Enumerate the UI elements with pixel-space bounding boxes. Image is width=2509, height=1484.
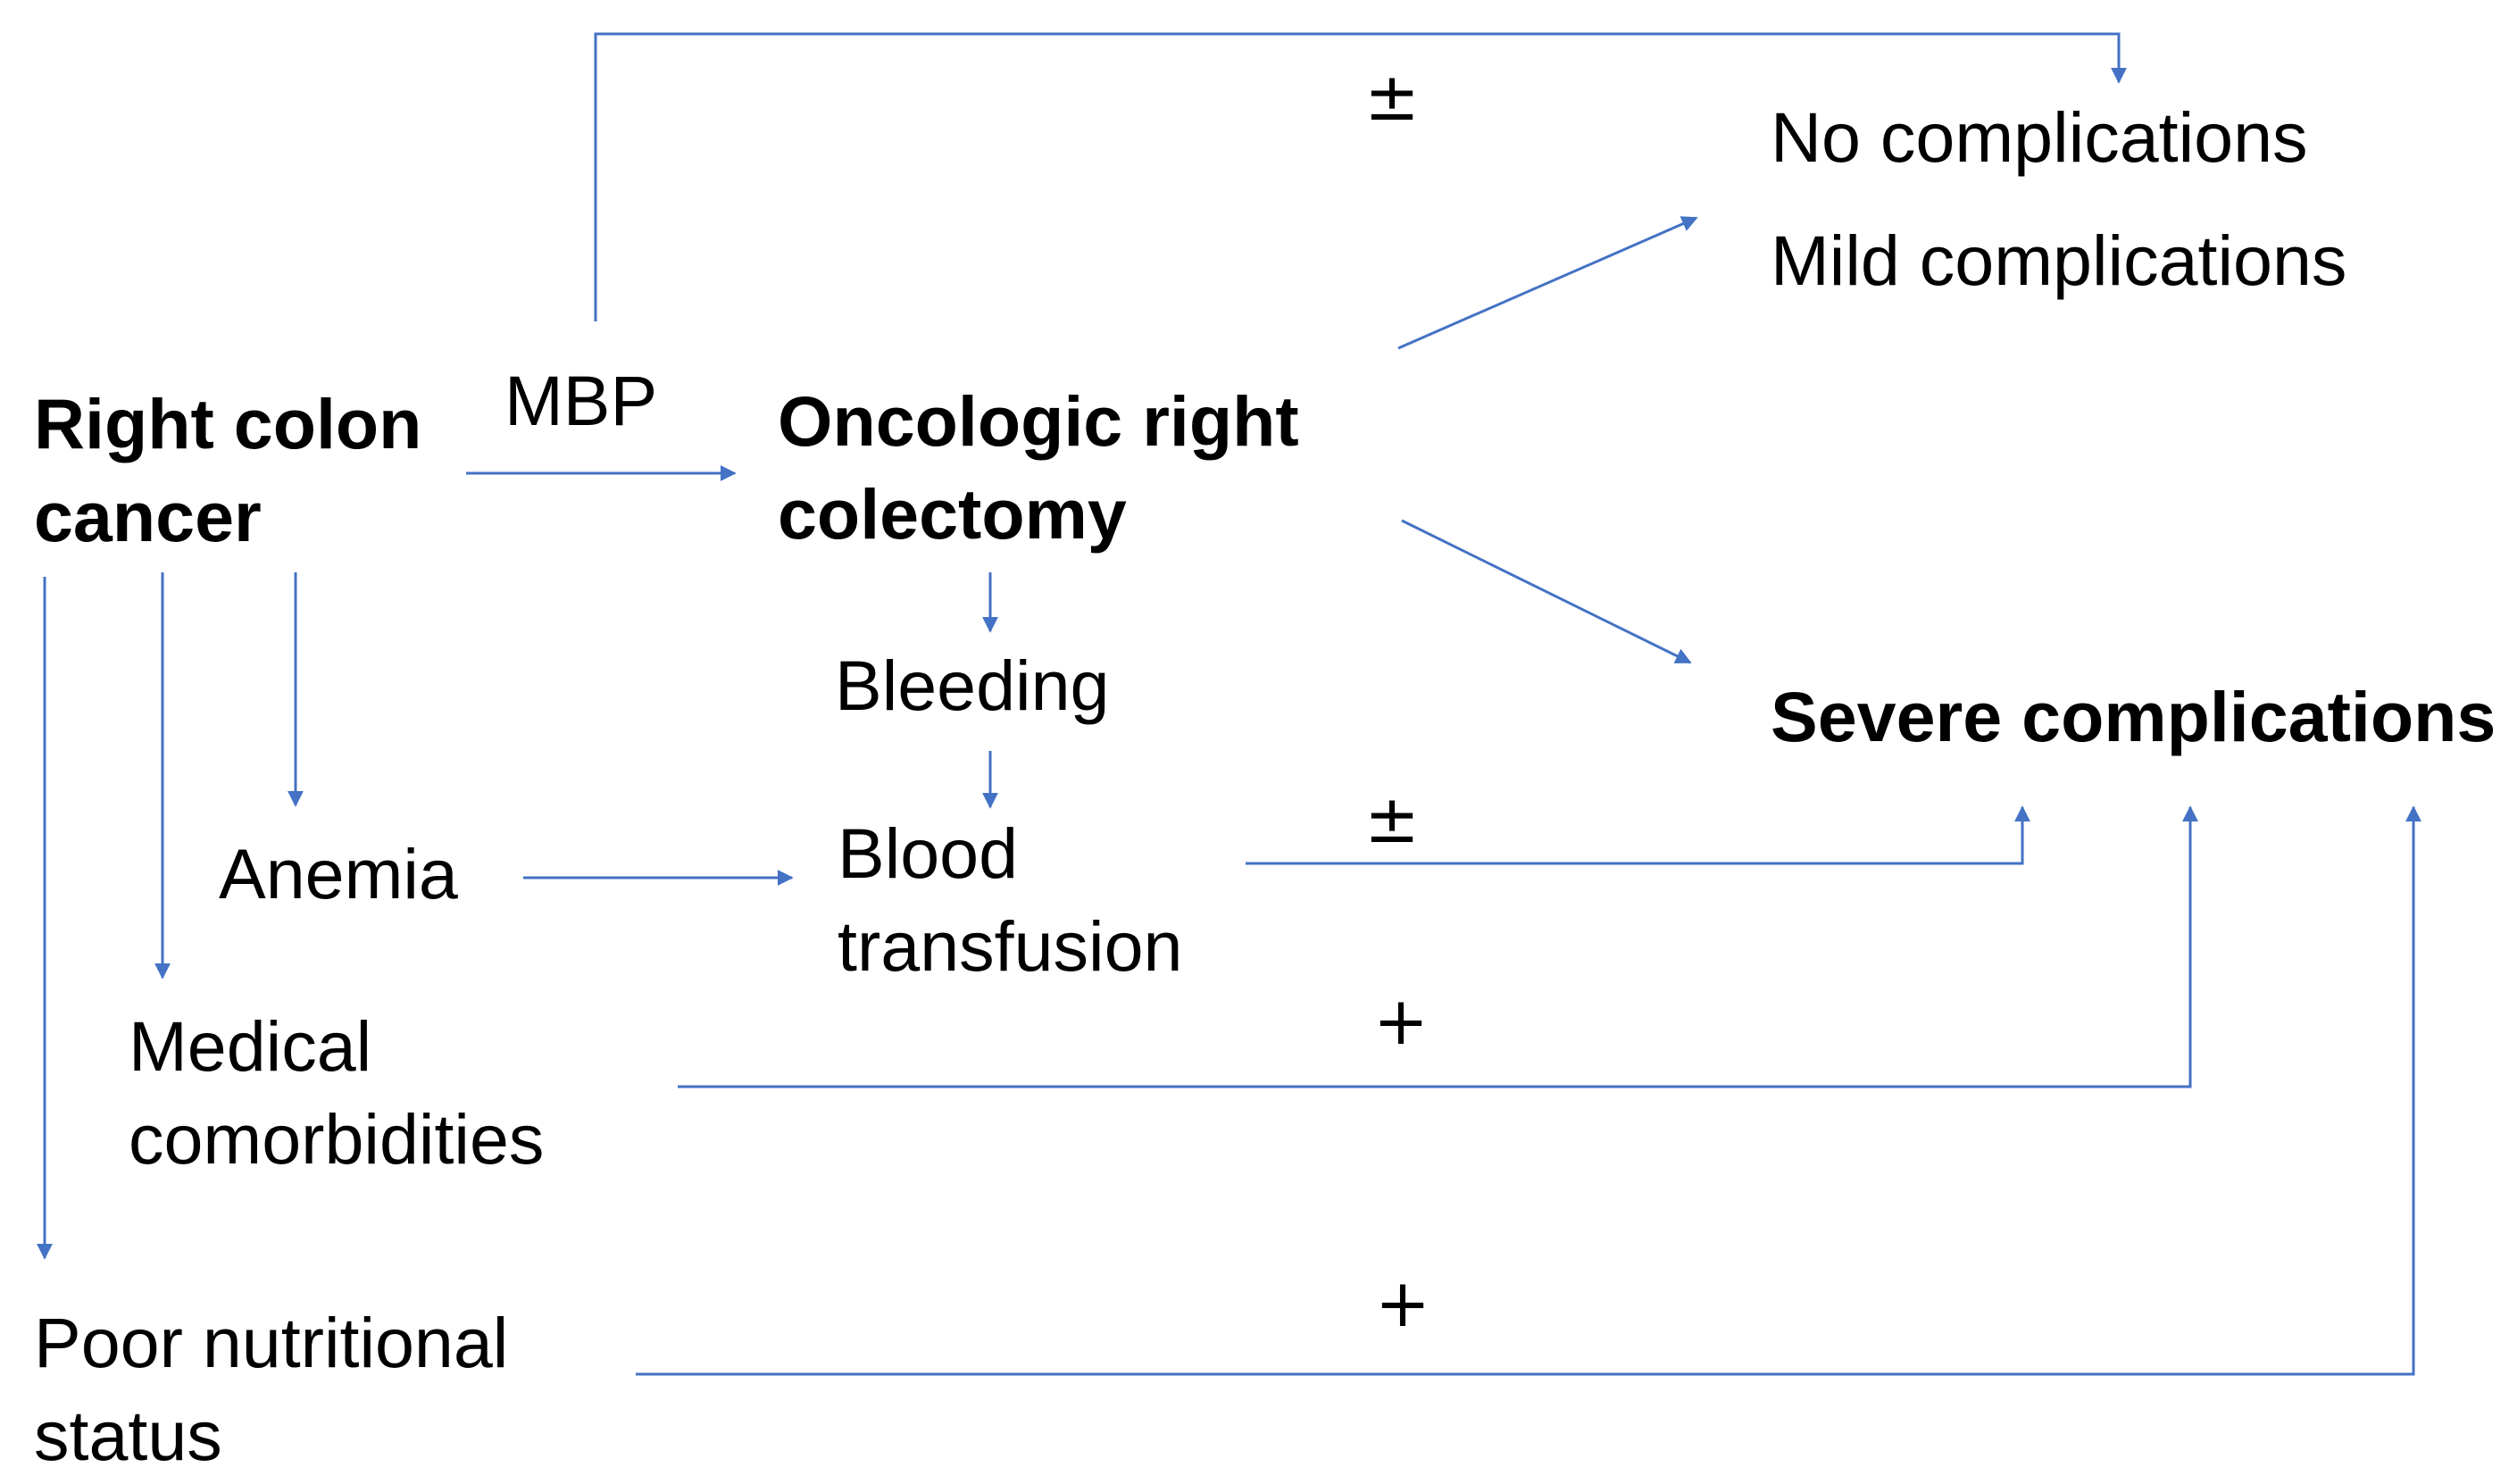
poor-nutritional-status-line-2: status bbox=[34, 1396, 222, 1475]
transfusion-effect-sign: ± bbox=[1364, 781, 1421, 858]
mbp-to-no-complications-arrow bbox=[594, 32, 2127, 321]
blood-transfusion-line-1: Blood bbox=[838, 813, 1019, 893]
nutrition-effect-sign: + bbox=[1375, 1265, 1431, 1342]
poor-nutritional-status-line-1: Poor nutritional bbox=[34, 1303, 509, 1382]
medical-comorbidities-line-1: Medical bbox=[129, 1006, 372, 1086]
comorbidities-effect-sign: + bbox=[1373, 983, 1430, 1060]
mbp-label: MBP bbox=[504, 361, 658, 440]
blood-transfusion-line-2: transfusion bbox=[838, 906, 1183, 986]
transfusion-to-severe-arrow bbox=[1246, 805, 2030, 865]
colectomy-line-2: colectomy bbox=[778, 474, 1127, 554]
no-complications-node: No complications bbox=[1771, 97, 2308, 177]
nutrition-to-severe-arrow bbox=[636, 805, 2421, 1376]
medical-comorbidities-line-2: comorbidities bbox=[129, 1099, 545, 1179]
severe-complications-node: Severe complications bbox=[1771, 677, 2496, 756]
colectomy-to-severe-arrow bbox=[1401, 519, 1692, 664]
poor-nutritional-status-node: Poor nutritional status bbox=[34, 1296, 508, 1482]
mild-complications-node: Mild complications bbox=[1771, 221, 2347, 300]
colectomy-to-mild-arrow bbox=[1397, 216, 1698, 350]
mbp-effect-sign: ± bbox=[1364, 59, 1421, 136]
bleeding-node: Bleeding bbox=[835, 646, 1110, 725]
right-colon-cancer-node: Right colon cancer bbox=[34, 378, 421, 563]
medical-comorbidities-node: Medical comorbidities bbox=[129, 1000, 544, 1186]
right-colon-cancer-line-1: Right colon bbox=[34, 384, 422, 463]
comorbidities-to-severe-arrow bbox=[678, 805, 2198, 1088]
blood-transfusion-node: Blood transfusion bbox=[838, 807, 1182, 993]
anemia-node: Anemia bbox=[219, 834, 458, 913]
colectomy-line-1: Oncologic right bbox=[778, 381, 1299, 461]
oncologic-right-colectomy-node: Oncologic right colectomy bbox=[778, 375, 1299, 561]
right-colon-cancer-line-2: cancer bbox=[34, 477, 262, 556]
